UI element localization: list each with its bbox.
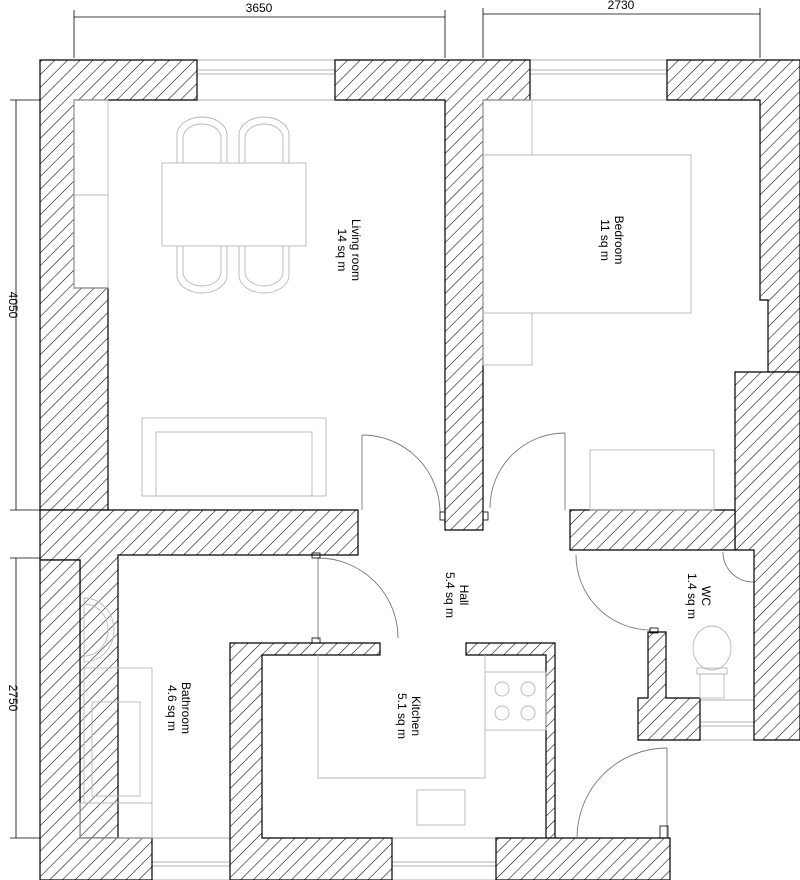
bathroom-fixtures	[79, 597, 153, 839]
sink	[83, 597, 115, 663]
stove	[484, 671, 547, 731]
window-wc	[699, 699, 755, 741]
door-bathroom	[317, 557, 399, 639]
room-name: WC	[699, 586, 713, 606]
living-room-furniture	[73, 99, 327, 497]
window-bedroom	[529, 59, 668, 101]
room-area: 4.6 sq m	[165, 685, 179, 731]
dimension-lines	[10, 8, 761, 839]
room-name: Hall	[457, 585, 471, 606]
sofa	[141, 417, 327, 497]
door-bedroom	[489, 432, 566, 509]
windows	[151, 59, 755, 880]
room-area: 5.4 sq m	[443, 572, 457, 618]
bedroom-furniture	[482, 99, 715, 511]
toilet	[692, 625, 732, 671]
dimension-top-right: 2730	[608, 0, 635, 12]
room-area: 11 sq m	[598, 219, 612, 261]
room-name: Living room	[349, 219, 363, 281]
window-living-room	[196, 59, 336, 101]
walls	[39, 59, 800, 880]
dimension-left-top: 4050	[6, 292, 20, 319]
room-label-wc: WC 1.4 sq m	[685, 573, 713, 619]
kitchen-sink	[416, 789, 466, 826]
doors	[317, 432, 754, 839]
dimension-top-left: 3650	[246, 1, 273, 15]
room-label-living-room: Living room 14 sq m	[335, 219, 363, 281]
kitchen-fixtures	[317, 655, 547, 826]
dining-table	[161, 162, 307, 247]
wc-fixtures	[692, 625, 732, 699]
room-name: Bedroom	[612, 216, 626, 265]
room-label-bathroom: Bathroom 4.6 sq m	[165, 682, 193, 734]
dimension-left-bottom: 2750	[6, 685, 20, 712]
bed	[482, 154, 692, 314]
room-label-hall: Hall 5.4 sq m	[443, 572, 471, 618]
room-name: Kitchen	[409, 696, 423, 736]
door-living-room	[361, 434, 441, 514]
room-area: 1.4 sq m	[685, 573, 699, 619]
room-label-kitchen: Kitchen 5.1 sq m	[395, 693, 423, 739]
room-area: 14 sq m	[335, 229, 349, 272]
room-label-bedroom: Bedroom 11 sq m	[598, 216, 626, 265]
desk	[589, 449, 715, 511]
door-wc	[575, 554, 652, 631]
door-jambs	[311, 511, 669, 839]
window-bathroom	[151, 837, 231, 880]
door-entrance	[576, 747, 668, 839]
room-area: 5.1 sq m	[395, 693, 409, 739]
door-wc-inner	[722, 551, 754, 583]
room-name: Bathroom	[179, 682, 193, 734]
window-kitchen	[391, 837, 497, 880]
